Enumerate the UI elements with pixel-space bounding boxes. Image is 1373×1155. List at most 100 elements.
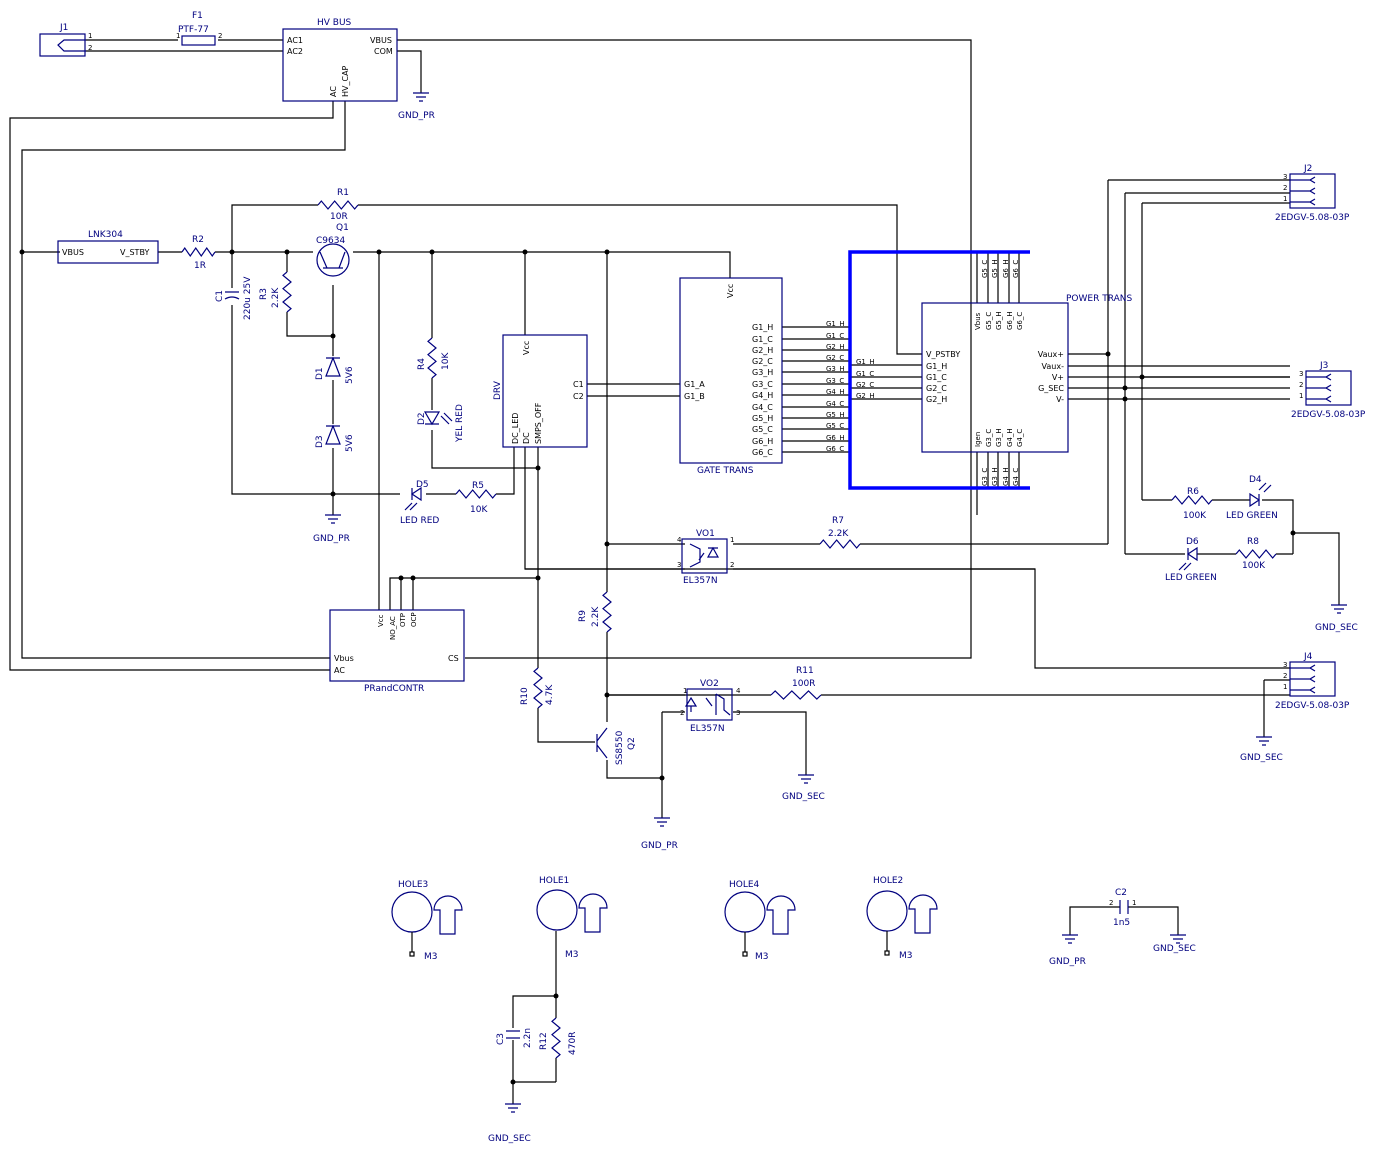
resistor-r10 — [533, 667, 543, 709]
led-d5[interactable]: D5 LED RED — [400, 480, 439, 526]
optocoupler-vo2[interactable]: VO2 EL357N 12 43 — [680, 679, 741, 734]
connector-pin: 1 — [1283, 195, 1287, 203]
bus-label: G6_C — [1012, 260, 1020, 278]
gate-trans-pin-vcc: Vcc — [726, 284, 735, 298]
gate-trans-output-pin: G1_C — [752, 335, 773, 344]
power-trans-left-pin: G2_H — [926, 395, 947, 404]
connector-pin: 3 — [1299, 370, 1303, 378]
bus-label: G3_C — [826, 377, 844, 385]
r5-value: 10K — [470, 505, 488, 515]
resistor-r9 — [602, 591, 612, 633]
drv-pin-c2: C2 — [573, 392, 584, 401]
led-d4[interactable]: D4 LED GREEN — [1226, 475, 1278, 521]
hv-bus-pin-ac: AC — [329, 86, 338, 97]
r1-value: 10R — [330, 212, 348, 222]
svg-text:2: 2 — [730, 561, 734, 569]
optocoupler-vo1[interactable]: VO1 EL357N 43 12 — [677, 529, 734, 586]
drv-block[interactable]: DRV Vcc C1 C2 DC_LED DC SMPS_OFF — [493, 334, 588, 448]
hv-bus-pin-ac2: AC2 — [287, 47, 303, 56]
svg-text:1: 1 — [730, 536, 734, 544]
resistors — [181, 200, 1277, 1059]
transistor-q1[interactable]: Q1 C9634 — [316, 223, 350, 277]
screw-icon — [766, 895, 796, 935]
zener-d1[interactable]: D1 5V6 — [315, 356, 355, 384]
power-trans-left-pin: G1_C — [926, 373, 947, 382]
connector-ref: J3 — [1319, 361, 1328, 371]
led-d2[interactable]: D2 YEL RED — [417, 404, 465, 443]
j1-pin2: 2 — [88, 44, 92, 52]
bus-labels-left: G1_HG1_CG2_HG2_CG3_HG3_CG4_HG4_CG5_HG5_C… — [826, 320, 845, 453]
gate-trans-block[interactable]: GATE TRANS Vcc G1_A G1_B G1_HG1_CG2_HG2_… — [679, 277, 783, 476]
connector-j1[interactable]: J1 1 2 — [39, 23, 92, 57]
bus-label: G4_H — [826, 388, 845, 396]
q1-value: C9634 — [316, 236, 345, 246]
bus-label: G1_C — [856, 370, 874, 378]
svg-text:2: 2 — [1109, 899, 1113, 907]
svg-text:1: 1 — [1132, 899, 1136, 907]
prot-pin-vbus: Vbus — [334, 654, 354, 663]
gate-trans-pin-in-a: G1_A — [684, 380, 705, 389]
r7-value: 2.2K — [828, 529, 849, 539]
hv-bus-pin-vbus: VBUS — [370, 36, 392, 45]
j1-ref: J1 — [59, 23, 68, 33]
fuse-f1[interactable]: F1 PTF-77 1 2 — [176, 11, 222, 46]
gate-trans-output-pin: G6_H — [752, 437, 773, 446]
lnk304-block[interactable]: LNK304 VBUS V_STBY — [57, 230, 159, 264]
ground-icon: GND_SEC — [1315, 604, 1358, 633]
resistor-r8 — [1235, 549, 1277, 559]
d2-value: YEL RED — [455, 404, 465, 443]
bus-label: G2_H — [826, 343, 845, 351]
ground-symbols: GND_PRGND_PRGND_PRGND_SECGND_SECGND_SECG… — [313, 92, 1358, 1144]
gate-trans-pin-in-b: G1_B — [684, 392, 705, 401]
hv-bus-block[interactable]: HV BUS AC1 AC2 VBUS COM AC HV_CAP — [282, 18, 398, 102]
ground-label: GND_SEC — [1315, 623, 1358, 633]
gate-trans-title: GATE TRANS — [697, 466, 754, 476]
prot-pin-no-ac: NO_AC — [389, 616, 397, 640]
c3-value: 2.2n — [523, 1028, 533, 1048]
vo2-ref: VO2 — [700, 679, 719, 689]
zener-d3[interactable]: D3 5V6 — [315, 424, 355, 452]
vo2-value: EL357N — [690, 724, 725, 734]
capacitor-c3[interactable]: C3 2.2n — [496, 1028, 533, 1048]
hole-ref: HOLE1 — [539, 876, 569, 886]
gate-trans-output-pin: G1_H — [752, 323, 773, 332]
bus-label: G5_H — [826, 411, 845, 419]
gate-trans-output-pin: G6_C — [752, 448, 773, 457]
r5-ref: R5 — [472, 481, 484, 491]
r6-value: 100K — [1183, 511, 1207, 521]
power-trans-right-pin: Vaux+ — [1038, 350, 1064, 359]
r11-ref: R11 — [796, 666, 814, 676]
power-trans-top-pin: G5_H — [995, 311, 1003, 330]
prot-pin-ocp: OCP — [410, 612, 418, 627]
svg-text:3: 3 — [677, 561, 681, 569]
hole-value: M3 — [899, 951, 913, 961]
connector-pin: 2 — [1283, 184, 1287, 192]
svg-text:2: 2 — [680, 709, 684, 717]
bus-label: G4_H — [1002, 467, 1010, 486]
ground-icon: GND_PR — [641, 817, 678, 851]
capacitor-c1[interactable]: C1 220u 25V — [215, 276, 253, 320]
hole-value: M3 — [565, 950, 579, 960]
svg-text:3: 3 — [736, 709, 740, 717]
ground-label: GND_PR — [1049, 957, 1086, 967]
bus-label: G3_H — [991, 467, 999, 486]
protection-controller-block[interactable]: PRandCONTR Vcc NO_AC OTP OCP Vbus AC CS — [329, 609, 465, 694]
transistor-q2[interactable]: SS8550 Q2 — [596, 727, 637, 765]
q1-ref: Q1 — [336, 223, 349, 233]
led-d6[interactable]: D6 LED GREEN — [1165, 537, 1217, 583]
c3-ref: C3 — [496, 1033, 506, 1045]
connector-value: 2EDGV-5.08-03P — [1291, 410, 1366, 420]
ground-icon: GND_PR — [1049, 934, 1086, 967]
